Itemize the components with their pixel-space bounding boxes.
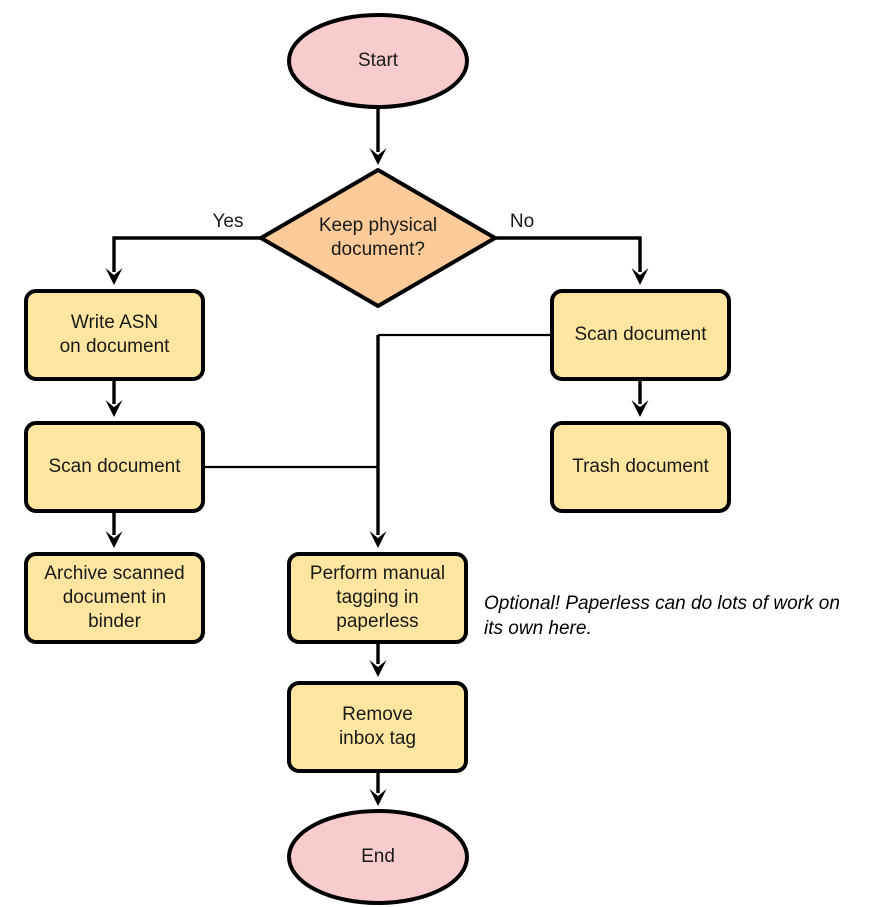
- edge-decision-no-to-scan-right: [495, 236, 649, 285]
- decision-shape: [259, 168, 497, 308]
- edge-trunk-to-manual-tagging: [369, 335, 387, 548]
- terminator-shape: [287, 13, 469, 109]
- process-shape: [24, 421, 205, 513]
- process-shape: [24, 289, 205, 381]
- process-shape: [24, 552, 205, 644]
- edge-remove-inbox-to-end: [369, 771, 387, 806]
- node-label: Trash document: [572, 456, 709, 477]
- edge-manual-tagging-to-remove-inbox: [369, 642, 387, 677]
- edge-label-no-label: No: [510, 211, 534, 232]
- edge-label-yes-label: Yes: [213, 211, 244, 232]
- node-label: Scan document: [48, 456, 181, 477]
- arrowhead: [631, 268, 649, 285]
- node-label: Start: [358, 50, 399, 71]
- arrowhead: [105, 268, 123, 285]
- arrowhead: [369, 789, 387, 806]
- arrowhead: [105, 400, 123, 417]
- arrowhead: [369, 660, 387, 677]
- node-start[interactable]: Start: [287, 13, 469, 109]
- terminator-shape: [287, 809, 469, 905]
- edges-layer: [105, 107, 649, 806]
- process-shape: [287, 552, 468, 644]
- edge-scan-left-to-archive: [105, 511, 123, 548]
- edge-decision-yes-to-write-asn: [105, 236, 261, 285]
- node-label: End: [361, 846, 395, 867]
- node-label: Scan document: [574, 324, 707, 345]
- arrowhead: [631, 400, 649, 417]
- edge-path: [112, 236, 261, 272]
- edge-path: [495, 236, 642, 272]
- edge-scan-right-to-trash: [631, 379, 649, 417]
- process-shape: [550, 421, 731, 513]
- arrowhead: [369, 148, 387, 165]
- edge-write-asn-to-scan-left: [105, 379, 123, 417]
- edge-start-to-decision: [369, 107, 387, 165]
- node-scan-document-right[interactable]: Scan document: [550, 289, 731, 381]
- arrowhead: [105, 531, 123, 548]
- annotation-optional-note: Optional! Paperless can do lots of work …: [484, 593, 840, 639]
- node-end[interactable]: End: [287, 809, 469, 905]
- process-shape: [550, 289, 731, 381]
- arrowhead: [369, 531, 387, 548]
- node-trash-document[interactable]: Trash document: [550, 421, 731, 513]
- process-shape: [287, 681, 468, 773]
- annotations-layer: Optional! Paperless can do lots of work …: [484, 593, 840, 639]
- edge-labels-layer: Yes No: [213, 211, 535, 232]
- node-scan-document-left[interactable]: Scan document: [24, 421, 205, 513]
